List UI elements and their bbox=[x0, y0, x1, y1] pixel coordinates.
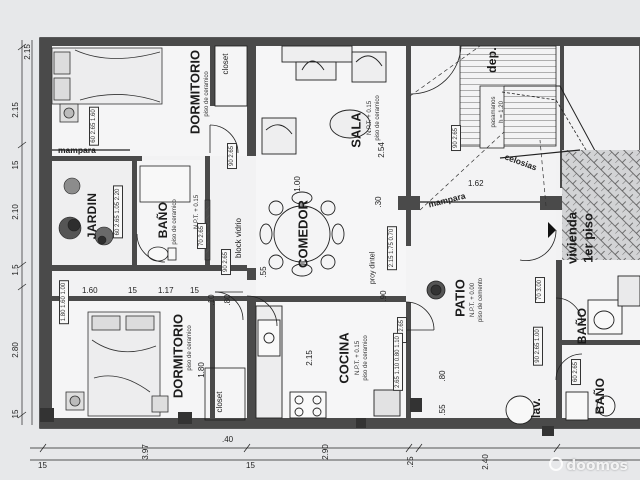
opening-tag-w4: 70 2.65 bbox=[197, 222, 207, 250]
room-label-bano-top: BAÑO bbox=[156, 201, 170, 239]
dim-left-5: 2.80 bbox=[11, 342, 20, 358]
dim-mid-40: .40 bbox=[222, 435, 234, 444]
mampara-lines bbox=[52, 149, 581, 203]
opening-tag-w5: 90 2.65 bbox=[221, 248, 231, 276]
interior-walls bbox=[40, 38, 640, 428]
room-label-jardin: JARDIN bbox=[85, 192, 99, 240]
level-note-sala: N.P.T. + 0.15 bbox=[367, 100, 373, 136]
laundry-sink bbox=[505, 395, 535, 425]
opening-tag-w12: 90 2.65 1.00 bbox=[533, 326, 543, 366]
entry-label-vivienda-2: 1er piso bbox=[580, 213, 596, 263]
dim-mid-80b: .80 bbox=[438, 370, 447, 382]
sala-furniture bbox=[261, 45, 387, 155]
note-mampara-left: mampara bbox=[58, 145, 96, 155]
room-label-lav: lav. bbox=[529, 397, 543, 419]
room-label-bano-right-1: BAÑO bbox=[575, 307, 589, 345]
floor-note-sala: piso de ceramico bbox=[375, 95, 381, 141]
opening-tag-w13: 60 2.65 bbox=[571, 358, 581, 386]
dim-left-6: 15 bbox=[11, 409, 20, 419]
kitchen-counters bbox=[255, 305, 401, 419]
note-pasamanos: pasamanos bbox=[491, 96, 497, 128]
dim-mid-162: 1.62 bbox=[468, 179, 484, 188]
watermark-logo-icon bbox=[549, 457, 564, 471]
opening-tag-w9: 90 2.65 bbox=[451, 124, 461, 152]
entry-label-vivienda: vivienda bbox=[564, 211, 580, 265]
opening-tag-w10: 2.65 1.10 0.80 1.10 bbox=[393, 333, 403, 391]
dim-left-2: 2.15 bbox=[11, 102, 20, 118]
bottom-dimension-chain bbox=[30, 443, 640, 461]
dim-mid-254: 2.54 bbox=[377, 142, 386, 158]
opening-tag-w1: 60 2.65 1.60 bbox=[89, 106, 99, 146]
room-label-dep: dep. bbox=[485, 47, 499, 73]
nightstand-top bbox=[59, 103, 79, 123]
dim-mid-117: 1.17 bbox=[158, 286, 174, 295]
entry-arrow bbox=[548, 222, 556, 238]
dim-bottom-2: 3.97 bbox=[141, 444, 150, 460]
bed-top bbox=[51, 47, 163, 105]
floor-note-patio: piso de cemento bbox=[478, 277, 484, 323]
room-label-cocina: COCINA bbox=[336, 332, 352, 384]
dim-bottom-5: .25 bbox=[406, 456, 415, 468]
dim-left-7: 15 bbox=[11, 160, 20, 170]
dim-left-4: 1.5 bbox=[11, 264, 20, 276]
floor-note-dormitorio-bottom: piso de ceramico bbox=[187, 325, 193, 371]
note-proy-dintel: proy dintel bbox=[369, 251, 377, 285]
column-marks bbox=[40, 398, 554, 436]
dim-mid-15a: 15 bbox=[128, 286, 137, 295]
dim-bottom-1: 15 bbox=[38, 461, 47, 470]
bath-right-fixtures bbox=[565, 275, 640, 421]
dim-bottom-6: 2.40 bbox=[481, 454, 490, 470]
dim-mid-215: 2.15 bbox=[305, 350, 314, 366]
opening-tag-w7: 2.15 1.75 0.70 bbox=[387, 225, 397, 271]
patio-drain bbox=[426, 280, 446, 300]
room-label-comedor: COMEDOR bbox=[295, 200, 311, 268]
staircase bbox=[459, 45, 601, 171]
dim-mid-180: 1.80 bbox=[197, 362, 206, 378]
opening-tag-w2: 90 2.65 bbox=[227, 142, 237, 170]
dim-mid-15b: 15 bbox=[190, 286, 199, 295]
note-block-vidrio: block vidrio bbox=[234, 217, 243, 259]
level-note-cocina: N.P.T. + 0.15 bbox=[355, 340, 361, 376]
dim-mid-10: .10 bbox=[207, 294, 216, 306]
note-pasamanos-h: h = 1.20 bbox=[499, 101, 505, 123]
dim-mid-100: 1.00 bbox=[293, 176, 302, 192]
nightstand-bottom bbox=[65, 391, 169, 413]
bath-top-fixtures bbox=[139, 165, 191, 262]
opening-tag-w11: 70 3.00 bbox=[535, 276, 545, 304]
room-label-bano-right-2: BAÑO bbox=[593, 377, 607, 415]
brick-floor bbox=[562, 150, 640, 260]
dining-table bbox=[259, 191, 345, 277]
level-note-patio: N.P.T. + 0.00 bbox=[470, 282, 476, 318]
dim-mid-55: .55 bbox=[259, 266, 268, 278]
room-label-patio: PATIO bbox=[452, 279, 468, 317]
room-label-dormitorio-bottom: DORMITORIO bbox=[170, 313, 186, 399]
room-label-dormitorio-top: DORMITORIO bbox=[187, 49, 203, 135]
opening-tag-w3: 60 2.65 1.05 2.20 bbox=[113, 185, 123, 239]
patio-guides bbox=[409, 45, 547, 211]
garden-plants bbox=[58, 177, 114, 246]
floor-note-cocina: piso de ceramico bbox=[363, 335, 369, 381]
floor-note-bano-top: piso de ceramico bbox=[172, 199, 178, 245]
floor-note-dormitorio-top: piso de ceramico bbox=[204, 71, 210, 117]
bed-bottom bbox=[87, 311, 161, 417]
closets bbox=[204, 45, 248, 421]
dim-mid-80: .80 bbox=[223, 294, 232, 306]
dim-bottom-4: 2.90 bbox=[321, 444, 330, 460]
room-label-sala: SALA bbox=[348, 112, 364, 148]
watermark: doomos bbox=[549, 457, 628, 474]
opening-tag-w6: 1.80 1.60 1.00 bbox=[59, 279, 69, 325]
dim-bottom-3: 15 bbox=[246, 461, 255, 470]
closet-label-top: closet bbox=[221, 53, 230, 75]
dim-mid-160: 1.60 bbox=[82, 286, 98, 295]
dim-left-3: 2.10 bbox=[11, 204, 20, 220]
dim-mid-30: .30 bbox=[374, 196, 383, 208]
door-swings bbox=[136, 45, 583, 381]
closet-label-bottom: closet bbox=[215, 391, 224, 413]
dim-mid-55b: .55 bbox=[438, 404, 447, 416]
left-dimension-chain bbox=[17, 40, 33, 425]
dim-mid-90: .90 bbox=[379, 290, 388, 302]
dim-left-1: 2.15 bbox=[23, 44, 32, 60]
